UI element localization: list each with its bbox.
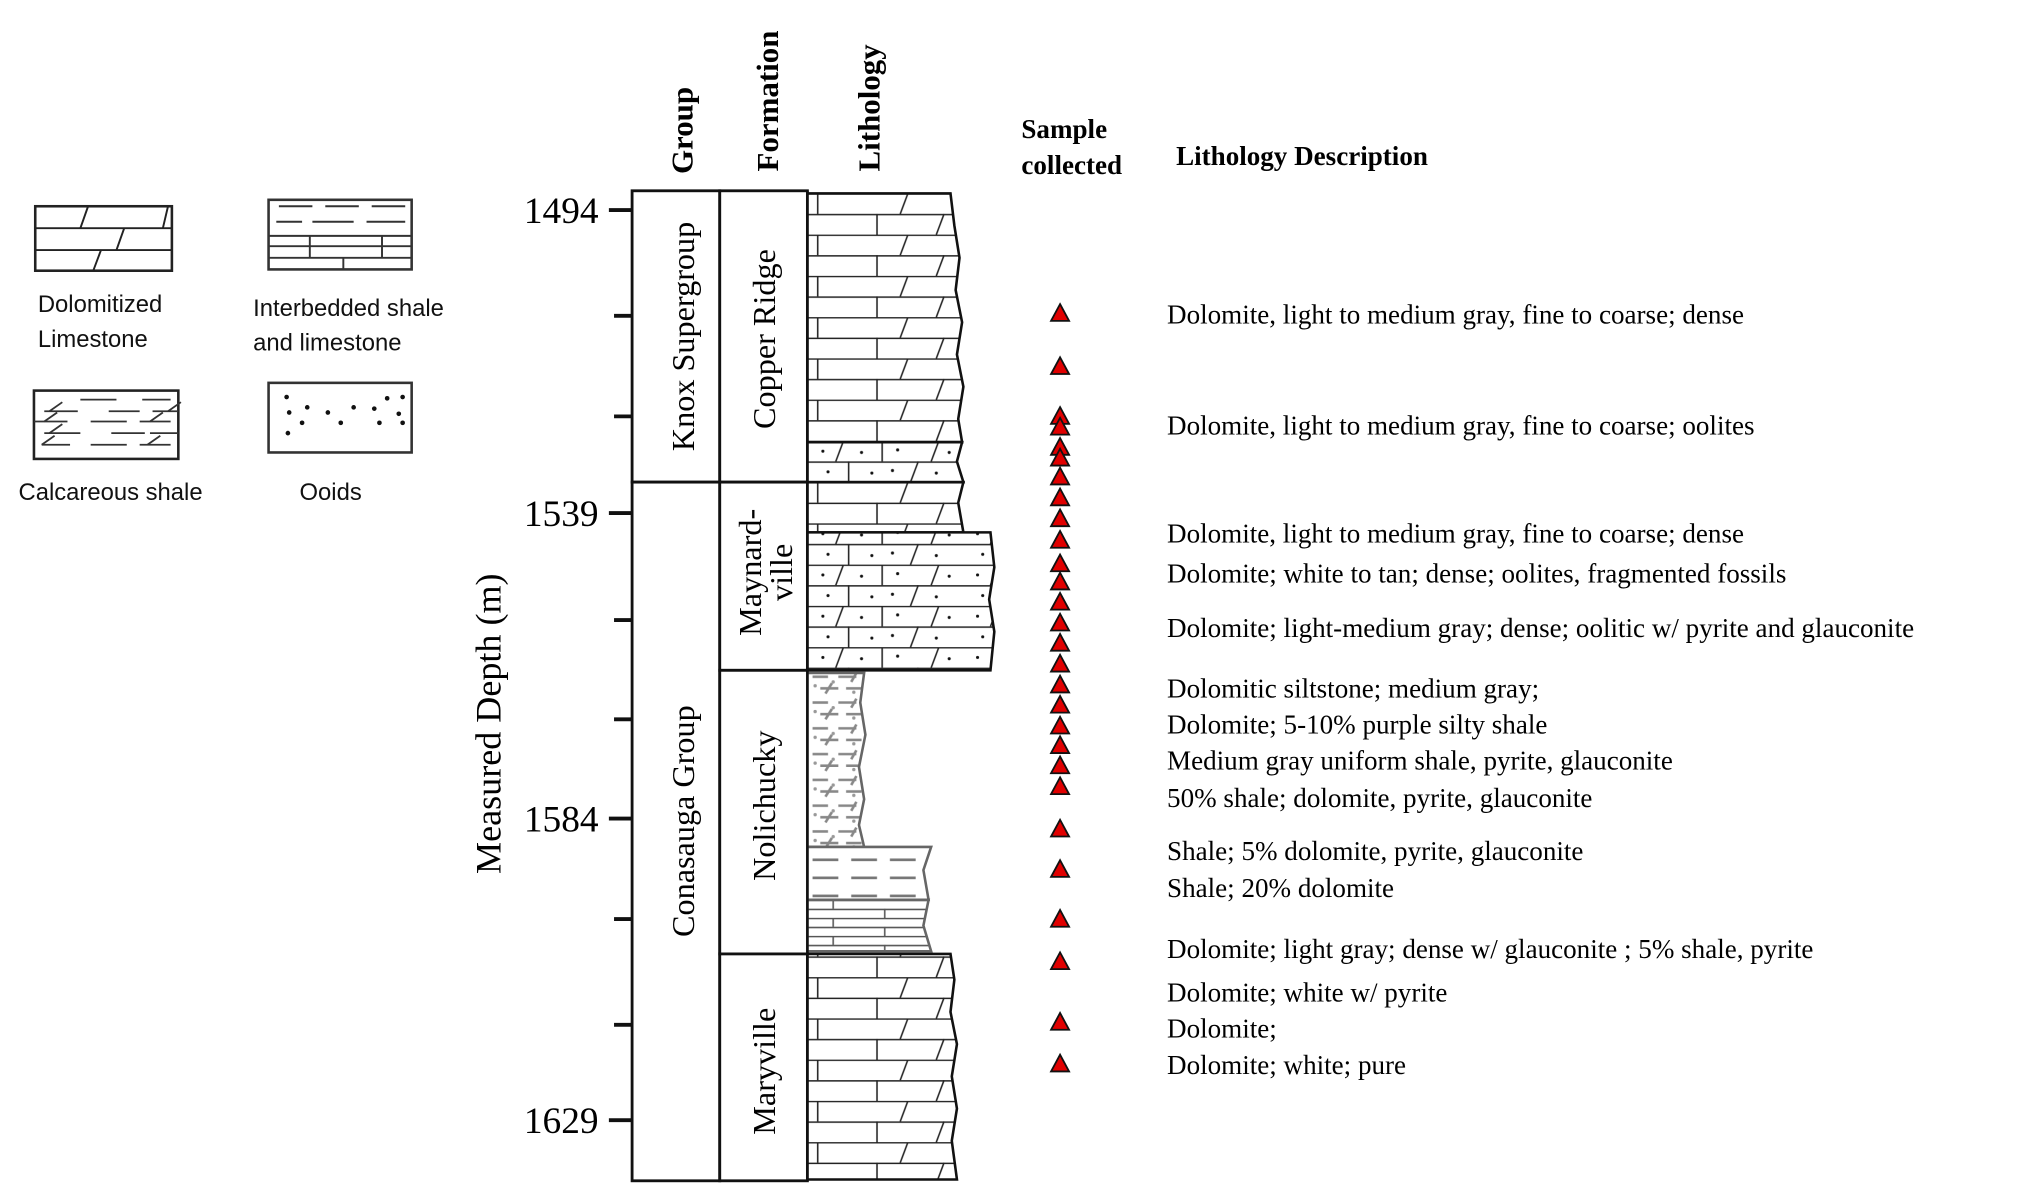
axis-label: Measured Depth (m) [469,573,509,874]
sample-marker-triangle [1049,611,1071,632]
tick-label: 1629 [524,1101,599,1142]
formation-label: Maynard- [732,509,768,636]
formation-label: ville [763,544,799,601]
sample-marker-triangle [1049,302,1071,322]
sample-marker-triangle [1049,529,1071,549]
sample-marker-triangle [1049,507,1071,528]
sample-marker-triangle [1049,446,1071,467]
sample-marker-triangle [1049,908,1071,928]
sample-marker-triangle [1049,714,1071,735]
group-cell-conasauga [630,480,722,1183]
sample-marker-triangle [1049,858,1071,878]
lithology-nolichucky-calcareous-shale [806,845,933,902]
description-text: Dolomite; [1167,1014,1277,1044]
sample-marker-triangle [1049,590,1071,611]
sample-marker-triangle [1049,552,1071,573]
tick-label: 1584 [524,799,599,840]
legend-swatch-calcareous-shale [32,389,182,461]
sample-marker-triangle [1049,817,1071,838]
sample-marker-triangle [1049,673,1071,694]
description-text: Dolomitic siltstone; medium gray; [1167,673,1539,703]
description-text: Dolomite; 5-10% purple silty shale [1167,709,1547,739]
description-text: Dolomite; white; pure [1167,1050,1406,1080]
header-lithology: Lithology [852,44,887,172]
header-formation: Formation [750,31,785,172]
description-text: Dolomite; white w/ pyrite [1167,978,1447,1008]
description-text: Dolomite, light to medium gray, fine to … [1167,410,1755,440]
sample-marker-triangle [1049,1052,1071,1073]
lithology-nolichucky-siltstone [806,671,867,849]
legend-swatch-interbedded-shale-limestone [267,198,413,271]
sample-marker-triangle [1049,486,1071,507]
sample-marker-triangle [1049,632,1071,652]
description-text: Dolomite; light-medium gray; dense; ooli… [1167,613,1914,643]
lithology-maryville-dolomite [806,952,959,1181]
legend-label: Interbedded shale [253,295,444,322]
lithology-maynardville-oolitic [806,531,996,672]
legend-swatch-ooids [267,381,413,454]
lithology-nolichucky-limestone [806,898,933,953]
sample-marker-triangle [1049,693,1071,714]
sample-marker-triangle [1049,652,1071,673]
description-text: Medium gray uniform shale, pyrite, glauc… [1167,746,1673,776]
legend-label: Limestone [38,326,148,353]
sample-marker-triangle [1049,775,1071,796]
description-text: Shale; 5% dolomite, pyrite, glauconite [1167,836,1583,866]
sample-marker-triangle [1049,1011,1071,1031]
sample-marker-triangle [1049,355,1071,375]
group-label: Knox Supergroup [665,222,701,451]
formation-label: Nolichucky [746,731,782,881]
legend-label: Ooids [300,479,362,506]
axis-ticks [608,208,633,1123]
group-label: Conasauga Group [665,705,701,937]
formation-cell-maynardville [718,480,809,672]
sample-markers [1049,302,1071,1073]
description-text: Dolomite, light to medium gray, fine to … [1167,519,1744,549]
sample-marker-triangle [1049,754,1071,775]
tick-label: 1494 [524,191,599,232]
legend-label: Calcareous shale [18,479,202,506]
legend: Dolomitized Limestone Interbedded shale … [18,198,444,506]
lithology-copper-ridge-oolitic [806,440,966,484]
description-text: Dolomite, light to medium gray, fine to … [1167,300,1744,330]
lithology-descriptions: Dolomite, light to medium gray, fine to … [1167,300,1914,1080]
header-sample-collected: Sample [1021,114,1107,144]
legend-swatch-dolomitized-limestone [33,204,174,272]
description-text: Shale; 20% dolomite [1167,873,1394,903]
description-text: 50% shale; dolomite, pyrite, glauconite [1167,783,1592,813]
formation-label: Maryville [746,1008,782,1135]
lithology-column [806,190,996,1181]
description-text: Dolomite; white to tan; dense; oolites, … [1167,559,1786,589]
formation-cell-copper-ridge [718,189,809,484]
header-lithology-description: Lithology Description [1176,141,1428,171]
group-cell-knox [630,189,722,484]
legend-label: Dolomitized [38,291,162,318]
description-text: Dolomite; light gray; dense w/ glauconit… [1167,934,1813,964]
lithology-maynardville-dolomite [806,480,966,534]
sample-marker-triangle [1049,465,1071,486]
header-group: Group [665,87,700,174]
sample-marker-triangle [1049,415,1071,436]
formation-label: Copper Ridge [746,249,782,429]
header-sample-collected: collected [1021,150,1122,180]
legend-label: and limestone [253,330,401,357]
tick-label: 1539 [524,494,599,535]
formation-cell-maryville [718,952,809,1183]
sample-marker-triangle [1049,570,1071,591]
sample-marker-triangle [1049,950,1071,971]
sample-marker-triangle [1049,734,1071,754]
formation-cell-nolichucky [718,668,809,956]
lithology-copper-ridge-dolomite [806,192,965,444]
